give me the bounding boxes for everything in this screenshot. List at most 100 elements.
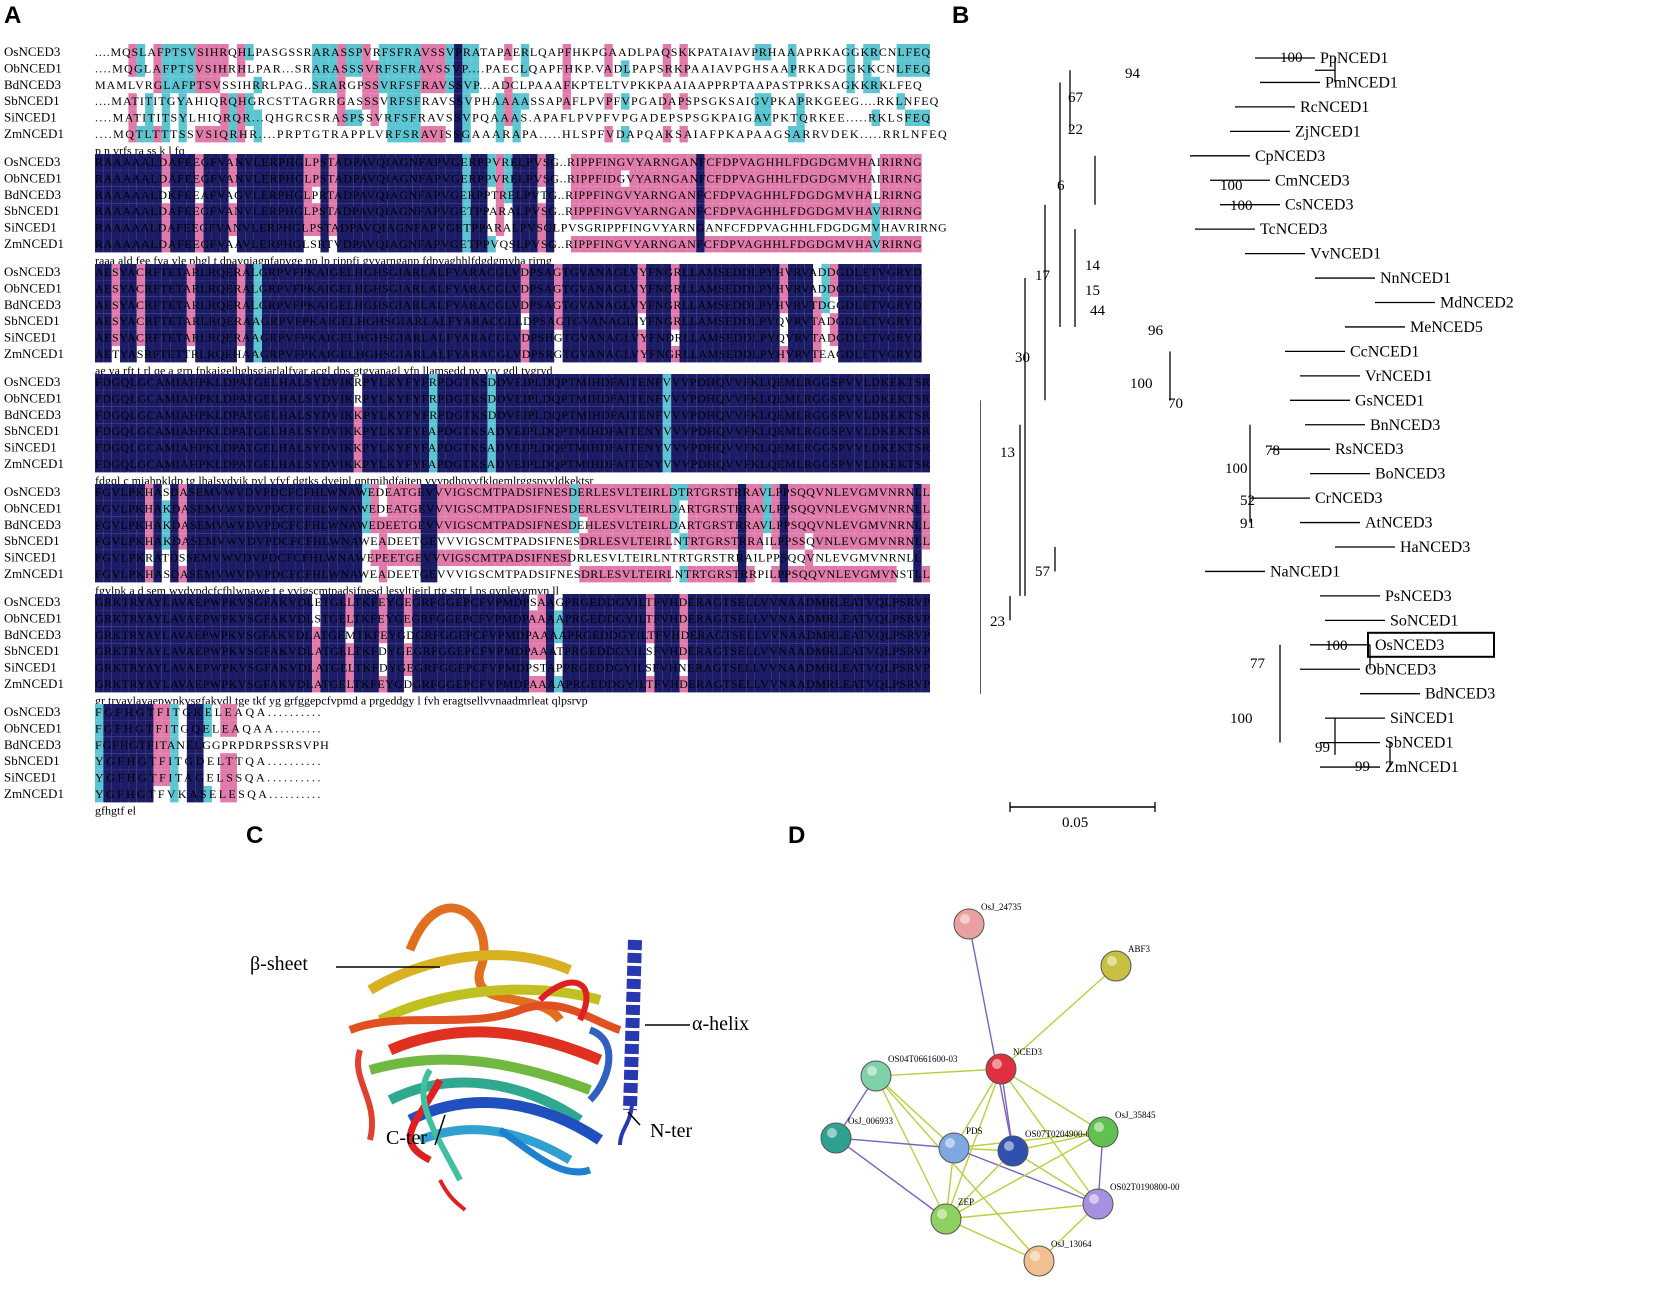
tree-leaf-SiNCED1: SiNCED1 — [1390, 710, 1455, 727]
tree-leaf-MeNCED5: MeNCED5 — [1410, 319, 1483, 336]
sequence-text: ....MQGLAFPTSVSIHRHLPAR...SRARASSSVRFSFR… — [95, 61, 930, 75]
network-node[interactable]: OS02T0190800-00 — [1082, 1182, 1180, 1220]
species-name: SbNCED1 — [4, 203, 60, 218]
species-name: OsNCED3 — [4, 594, 60, 609]
bootstrap-value: 100 — [1220, 178, 1243, 194]
sequence-text: FGVLPKHAKDASEMVWVDVPDCFCFHLWNAWEDEETGEVV… — [95, 518, 930, 532]
network-edge — [945, 1068, 1002, 1220]
network-edge — [945, 1218, 1040, 1262]
species-name: SiNCED1 — [4, 660, 57, 675]
network-node[interactable]: ZEP — [930, 1197, 974, 1235]
tree-leaf-BoNCED3: BoNCED3 — [1375, 466, 1445, 483]
species-name: SiNCED1 — [4, 220, 57, 235]
species-name: OsNCED3 — [4, 44, 60, 59]
network-node[interactable]: OS07T0204900-01 — [997, 1129, 1095, 1167]
species-name: ObNCED1 — [4, 720, 62, 735]
species-name: OsNCED3 — [4, 484, 60, 499]
tree-leaf-PpNCED1: PpNCED1 — [1320, 50, 1388, 67]
network-node[interactable]: ABF3 — [1100, 944, 1151, 982]
alignment-row: ZmNCED1....MQTLTTTSSVSIQRHR....PRPTGTRAP… — [4, 126, 947, 143]
sequence-text: AESYACRFTETARLRQERALGRPVFPKAIGELHGHSGIAR… — [95, 265, 922, 279]
protein-structure: β-sheet α-helix C-ter N-ter — [240, 880, 860, 1280]
network-node[interactable]: OsJ_24735 — [953, 902, 1022, 940]
bootstrap-value: 30 — [1015, 350, 1030, 366]
alignment-row: BdNCED3 RAAAAALDKFEEAFVAGVLERPHGLPRTADPAV… — [4, 186, 922, 204]
node-label: PDS — [966, 1126, 983, 1136]
species-name: ZmNCED1 — [4, 566, 64, 581]
consensus-line: raaa ald fee fva vle phgl t dpavqiagnfap… — [95, 253, 552, 267]
species-name: SiNCED1 — [4, 770, 57, 785]
sequence-text: FDGQLGCAMIAHPKLDPATGELHALSYDVIKRPYLKYFYF… — [95, 375, 930, 389]
tree-leaf-TcNCED3: TcNCED3 — [1260, 221, 1327, 238]
species-name: ObNCED1 — [4, 500, 62, 515]
scale-label: 0.05 — [1062, 815, 1088, 831]
tree-leaf-SbNCED1: SbNCED1 — [1385, 735, 1453, 752]
alignment-row: ObNCED1 FGFHGTFITGQELEAQAA......... — [4, 720, 320, 737]
sequence-alignment: OsNCED3 ....MQSLAFPTSVSIHRQHLPASGSSRARASS… — [0, 40, 980, 860]
species-name: BdNCED3 — [4, 407, 61, 422]
network-edge — [875, 1075, 955, 1149]
network-edge — [835, 1137, 955, 1149]
bootstrap-value: 15 — [1085, 283, 1100, 299]
network-node[interactable]: OsJ_13064 — [1023, 1239, 1092, 1277]
network-node[interactable]: PDS — [938, 1126, 983, 1164]
c-ter-pointer — [434, 1114, 446, 1146]
sequence-text: GRKTRYAYLAVAEPWPKVSGFAKVDLATGELTKFDYGEGR… — [95, 661, 930, 675]
network-node[interactable]: OS04T0661600-03 — [860, 1054, 958, 1092]
sequence-text: RAAAAALDAFEEGFVANVLERPHGLPSTADPAVQIAGNFA… — [95, 204, 922, 218]
panel-label-b: B — [952, 2, 970, 29]
sequence-text: FDGQLGCAMIAHPKLDPATGELHALSYDVIKKPYLKYFYF… — [95, 441, 930, 455]
species-name: BdNCED3 — [4, 737, 61, 752]
tree-leaf-NaNCED1: NaNCED1 — [1270, 563, 1340, 580]
tree-leaf-ObNCED3: ObNCED3 — [1365, 661, 1436, 678]
sequence-text: GRKTRYAYLAVAEPWPKVSGFAKVDLATGEMTKFEYGDGR… — [95, 628, 930, 642]
sequence-text: RAAAAALDAFEEGFVANVLERPHGLPSTADPAVQIAGNFA… — [95, 221, 947, 235]
beta-sheet-label: β-sheet — [250, 953, 308, 975]
tree-leaf-BnNCED3: BnNCED3 — [1370, 417, 1440, 434]
species-name: ObNCED1 — [4, 610, 62, 625]
tree-leaf-HaNCED3: HaNCED3 — [1400, 539, 1470, 556]
node-label: OS02T0190800-00 — [1110, 1182, 1180, 1192]
consensus-line: gfhgtf el — [95, 803, 137, 817]
sequence-text: FGFHGTFITGQELEAQAA......... — [95, 721, 320, 735]
species-name: SiNCED1 — [4, 110, 57, 125]
tree-leaf-SoNCED1: SoNCED1 — [1390, 612, 1458, 629]
tree-leaf-AtNCED3: AtNCED3 — [1365, 515, 1433, 532]
node-label: ZEP — [958, 1197, 974, 1207]
tree-leaf-ZmNCED1: ZmNCED1 — [1385, 759, 1459, 776]
network-edge — [953, 1131, 1104, 1149]
network-node[interactable]: OsJ_006933 — [820, 1116, 894, 1154]
network-node[interactable]: OsJ_35845 — [1087, 1110, 1156, 1148]
bootstrap-value: 78 — [1265, 443, 1280, 459]
panel-label-d: D — [788, 822, 806, 849]
tree-leaf-CpNCED3: CpNCED3 — [1255, 148, 1325, 165]
network-edge — [1012, 1150, 1099, 1205]
network-node[interactable]: NCED3 — [985, 1047, 1042, 1085]
network-edge — [875, 1075, 1040, 1262]
sequence-text: GRKTRYAYLAVAEPWPKVSGFAKVDLATGELTKFDYGEGR… — [95, 644, 930, 658]
bootstrap-value: 17 — [1035, 268, 1051, 284]
species-name: BdNCED3 — [4, 187, 61, 202]
bootstrap-value: 14 — [1085, 258, 1101, 274]
tree-leaf-RsNCED3: RsNCED3 — [1335, 441, 1403, 458]
consensus-line: fgvlpk a d sem wvdvpdcfcfhlwnawe t e vvi… — [95, 583, 560, 597]
node-label: OsJ_13064 — [1051, 1239, 1092, 1249]
sequence-text: RAAAAALDKFEEAFVAGVLERPHGLPRTADPAVQIAGNFA… — [95, 188, 922, 202]
bootstrap-value: 100 — [1325, 638, 1348, 654]
panel-label-a: A — [4, 2, 22, 29]
species-name: SbNCED1 — [4, 753, 60, 768]
bootstrap-value: 13 — [1000, 445, 1015, 461]
species-name: ZmNCED1 — [4, 786, 64, 801]
species-name: BdNCED3 — [4, 517, 61, 532]
species-name: ZmNCED1 — [4, 236, 64, 251]
sequence-text: ....MQSLAFPTSVSIHRQHLPASGSSRARASSPVRFSFR… — [95, 45, 930, 59]
sequence-text: FGVLPKHASDASEMVWVDVPDCFCFHLWNAWEDEATGEVV… — [95, 485, 930, 499]
